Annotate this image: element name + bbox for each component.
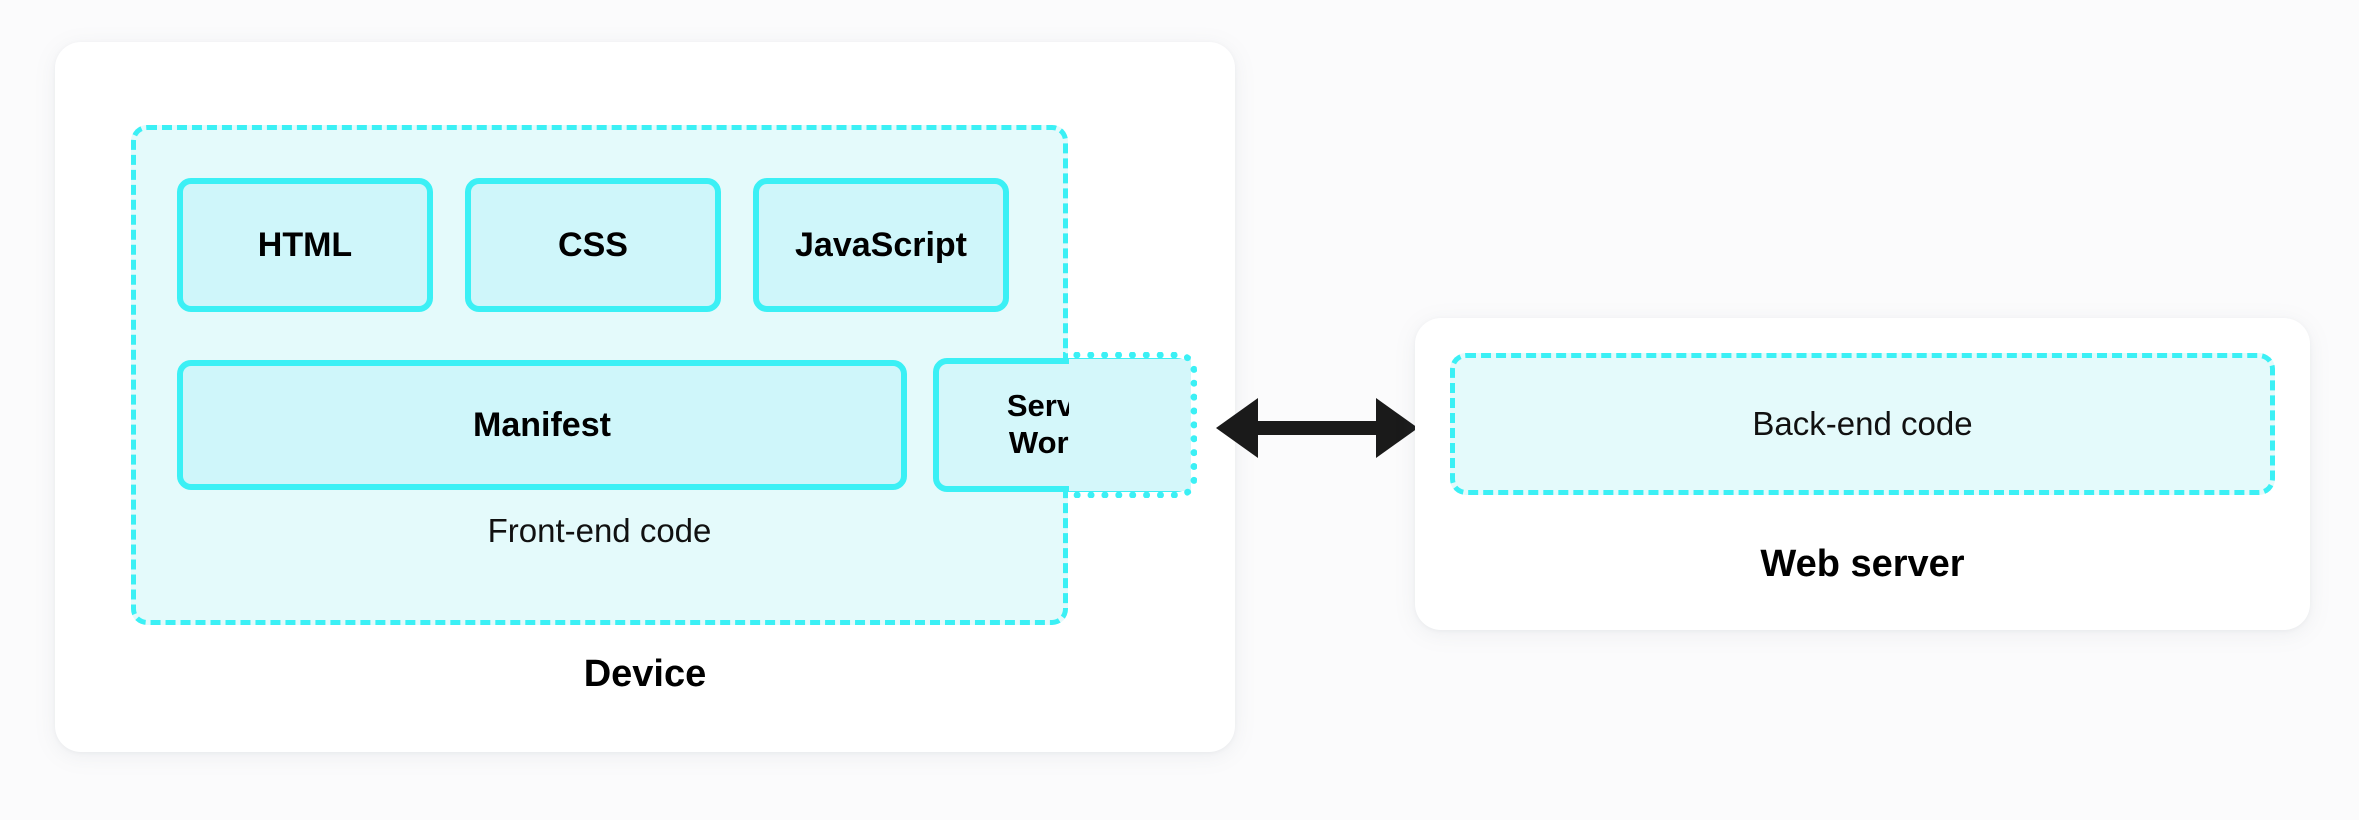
backend-code-label: Back-end code <box>1752 405 1973 442</box>
code-box-css[interactable]: CSS <box>465 178 721 312</box>
code-box-html-label: HTML <box>257 225 353 264</box>
code-box-html[interactable]: HTML <box>177 178 433 312</box>
service-worker-label-line2: Worker <box>1008 425 1116 460</box>
code-box-css-label: CSS <box>558 225 628 264</box>
code-box-service-worker[interactable]: Service Worker <box>933 358 1191 492</box>
backend-code-region: Back-end code <box>1450 353 2275 495</box>
web-server-card: Back-end code Web server <box>1415 318 2310 630</box>
code-box-manifest[interactable]: Manifest <box>177 360 907 490</box>
double-arrow-horizontal-icon <box>1216 398 1418 458</box>
code-box-javascript-label: JavaScript <box>795 225 967 264</box>
web-server-label: Web server <box>1760 543 1965 585</box>
service-worker-label-line1: Service <box>1006 388 1118 424</box>
device-card: HTML CSS JavaScript Manifest Front-end c… <box>55 42 1235 752</box>
device-label: Device <box>583 653 707 695</box>
frontend-code-label: Front-end code <box>487 512 712 549</box>
code-box-manifest-label: Manifest <box>473 405 611 444</box>
code-box-javascript[interactable]: JavaScript <box>753 178 1009 312</box>
